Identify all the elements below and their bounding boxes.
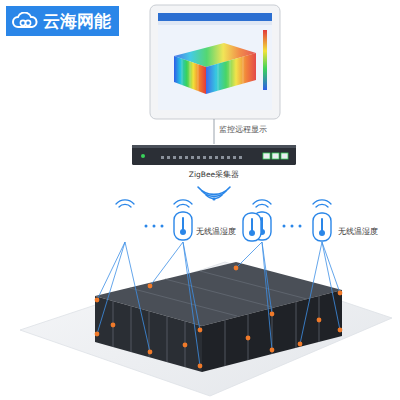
sensor-node: 无线温湿度 (196, 212, 262, 242)
rack-heatmap-right (206, 53, 256, 94)
collector-port (161, 156, 164, 159)
collector-port (209, 156, 212, 159)
temperature-sensor-icon (312, 212, 332, 242)
monitor-link-line (214, 119, 215, 144)
thermometer-stem (321, 219, 323, 231)
rack-heatmap-left (174, 56, 206, 94)
sensor-label: 无线温湿度 (196, 227, 236, 237)
thermometer-bulb (249, 230, 255, 236)
collector-port (167, 156, 170, 159)
collector-node: ZigBee采集器 (124, 143, 304, 180)
sensor-body (313, 213, 331, 241)
sensor-leader-lines (97, 242, 340, 366)
collector-port (221, 156, 224, 159)
sensor-node: 无线温湿度 (312, 212, 378, 242)
collector-top-edge (132, 145, 296, 148)
heatmap-grid (182, 57, 243, 91)
temperature-sensor-icons (174, 212, 271, 240)
sensor-body (243, 213, 261, 241)
thermometer-bulb (319, 230, 325, 236)
power-led (141, 154, 145, 158)
collector-port (203, 156, 206, 159)
collector-port (185, 156, 188, 159)
screen-title-bar (158, 13, 272, 21)
collector-port (227, 156, 230, 159)
collector-port (191, 156, 194, 159)
collector-port (173, 156, 176, 159)
wireless-signal-icon (198, 187, 230, 201)
brand-name: 云海网能 (43, 10, 111, 33)
collector-port (215, 156, 218, 159)
cloud-logo-icon (12, 12, 38, 30)
cloud-ring (25, 20, 30, 25)
tablet-frame (150, 5, 280, 119)
brand-logo: 云海网能 (6, 6, 119, 36)
device-label: ZigBee采集器 (189, 170, 239, 180)
color-scale-bar (263, 30, 267, 90)
sensor-label: 无线温湿度 (338, 227, 378, 237)
temperature-sensor-icon (242, 212, 262, 242)
collector-port (197, 156, 200, 159)
rack-front-left (95, 296, 202, 372)
collector-device-icon (131, 143, 297, 167)
screen-toolbar (158, 21, 272, 25)
sensor-wifi-icons (116, 200, 331, 207)
thermometer-stem (251, 219, 253, 231)
collector-case (132, 145, 296, 165)
rack-sensor-points (95, 266, 343, 369)
network-port (263, 153, 270, 159)
rack-cabinet-dividers (113, 296, 319, 367)
collector-port (179, 156, 182, 159)
tablet-screen (158, 13, 272, 110)
link-label: 监控远程显示 (219, 125, 267, 135)
cloud-outline (13, 13, 37, 27)
collector-port (239, 156, 242, 159)
network-port (281, 153, 288, 159)
rack-front-right (202, 290, 342, 372)
ellipsis-dots (145, 225, 302, 228)
network-port (272, 153, 279, 159)
collector-port (233, 156, 236, 159)
